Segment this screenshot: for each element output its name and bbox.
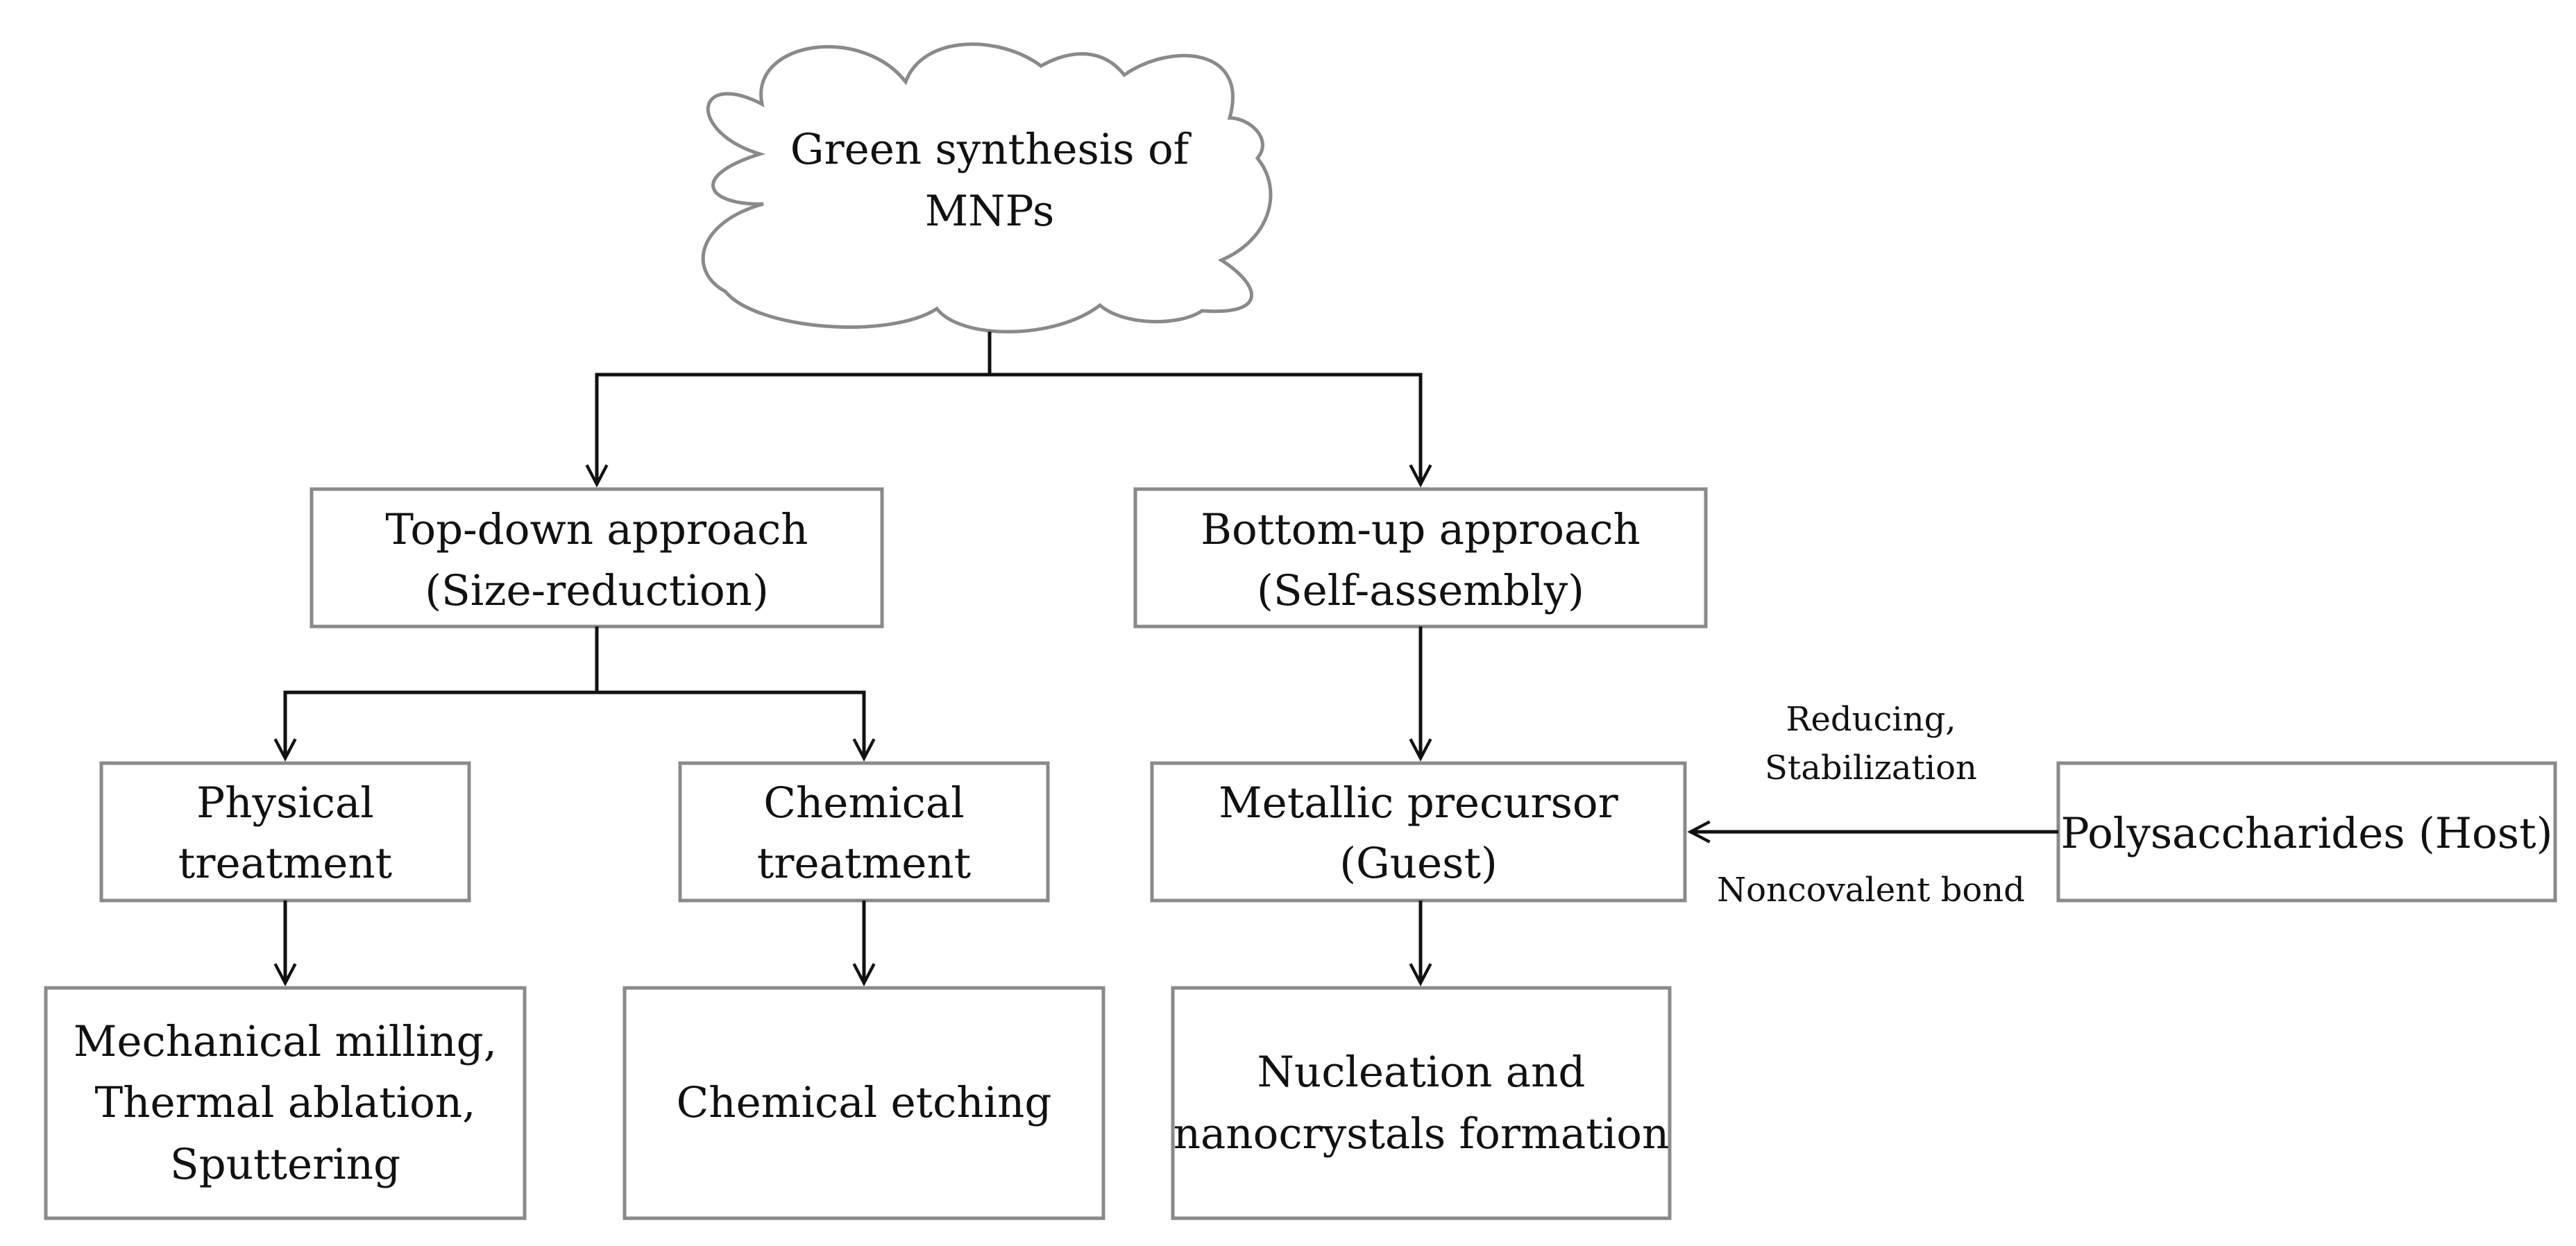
chemical-line-2: treatment xyxy=(757,839,972,888)
node-metallic-precursor: Metallic precursor (Guest) xyxy=(1150,761,1687,903)
node-green-synthesis: Green synthesis of MNPs xyxy=(701,42,1273,334)
polysaccharides-line-1: Polysaccharides (Host) xyxy=(2061,809,2553,858)
node-physical-treatment: Physical treatment xyxy=(99,761,471,903)
top-down-line-1: Top-down approach xyxy=(385,505,808,554)
milling-line-3: Sputtering xyxy=(170,1140,400,1189)
top-down-line-2: (Size-reduction) xyxy=(425,566,769,615)
bottom-up-line-1: Bottom-up approach xyxy=(1201,505,1641,554)
bottom-up-line-2: (Self-assembly) xyxy=(1257,566,1584,615)
node-bottom-up-approach: Bottom-up approach (Self-assembly) xyxy=(1133,487,1708,629)
node-polysaccharides: Polysaccharides (Host) xyxy=(2056,761,2557,903)
chemical-line-1: Chemical xyxy=(763,778,964,828)
edge-label-reducing: Reducing, xyxy=(1786,700,1956,739)
milling-line-1: Mechanical milling, xyxy=(74,1017,497,1066)
precursor-line-1: Metallic precursor xyxy=(1219,778,1618,828)
root-line-2: MNPs xyxy=(925,187,1055,236)
edge-label-noncovalent-bond: Noncovalent bond xyxy=(1717,871,2025,910)
edge-top-down-to-chemical xyxy=(597,690,864,758)
cloud-shape xyxy=(701,42,1273,334)
node-chemical-etching: Chemical etching xyxy=(622,986,1105,1220)
etching-line-1: Chemical etching xyxy=(677,1078,1052,1127)
edge-label-stabilization: Stabilization xyxy=(1765,749,1977,787)
edge-root-to-top-down xyxy=(597,332,992,484)
node-chemical-treatment: Chemical treatment xyxy=(678,761,1050,903)
edge-top-down-to-physical xyxy=(285,626,599,758)
physical-line-1: Physical xyxy=(196,778,374,828)
edge-root-to-bottom-up xyxy=(990,373,1421,484)
node-mechanical-milling: Mechanical milling, Thermal ablation, Sp… xyxy=(44,986,527,1220)
milling-line-2: Thermal ablation, xyxy=(94,1078,475,1127)
physical-line-2: treatment xyxy=(178,839,393,888)
nucleation-line-1: Nucleation and xyxy=(1257,1048,1586,1097)
root-line-1: Green synthesis of xyxy=(790,125,1192,174)
node-nucleation: Nucleation and nanocrystals formation xyxy=(1171,986,1672,1220)
nucleation-line-2: nanocrystals formation xyxy=(1173,1109,1670,1159)
node-top-down-approach: Top-down approach (Size-reduction) xyxy=(310,487,884,629)
precursor-line-2: (Guest) xyxy=(1339,839,1498,888)
